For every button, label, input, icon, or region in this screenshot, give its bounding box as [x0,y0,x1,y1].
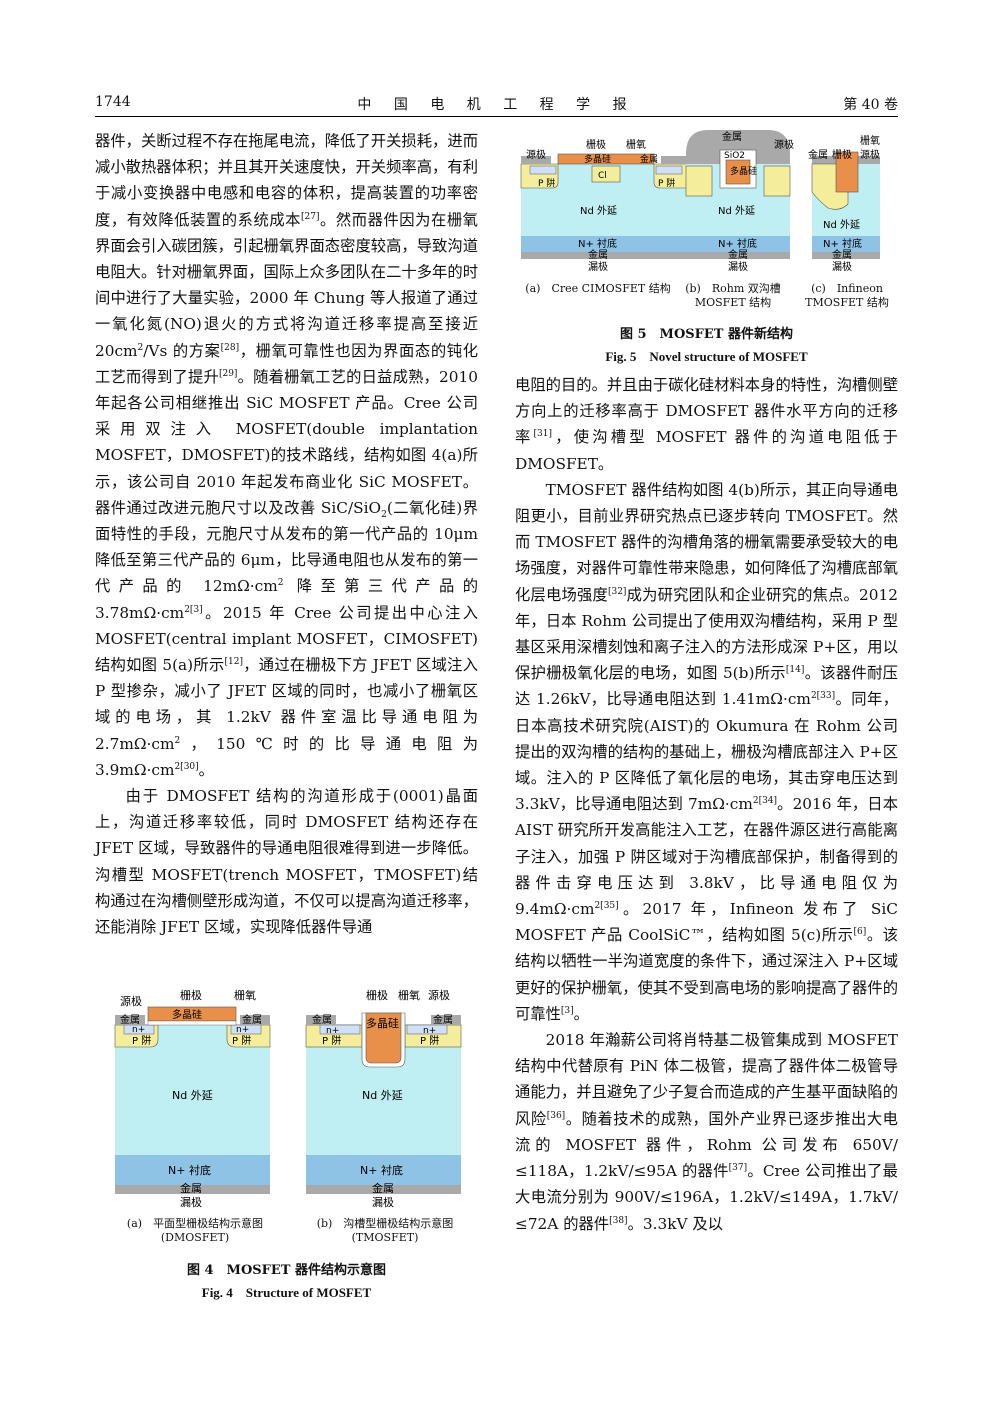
fig4a-pwell-label: P 阱 [132,1034,151,1047]
fig4b-pwell-label: P 阱 [420,1034,439,1047]
fig5a-metal-bottom-label: 金属 [588,248,608,261]
fig4b-metal-bottom-label: 金属 [372,1181,394,1195]
fig4b-metal-left-label: 金属 [312,1013,332,1026]
fig4a-pwell-label: P 阱 [232,1034,251,1047]
fig4a-device: 源极 栅极 栅氧 多晶硅 金属 金属 n+ n+ P 阱 P 阱 Nd 外延 N… [114,988,271,1209]
fig5c-drain-label: 漏极 [832,260,852,273]
paragraph: 由于 DMOSFET 结构的沟道形成于(0001)晶面上，沟道迁移率较低，同时 … [95,787,478,937]
fig5b-sio2-label: SiO2 [724,151,745,161]
fig5a-drift-label: Nd 外延 [580,205,617,217]
fig5c-substrate-label: N+ 衬底 [823,237,862,250]
figure-4-caption: 图 4 MOSFET 器件结构示意图 Fig. 4 Structure of M… [186,1263,386,1300]
fig5b-drift-label: Nd 外延 [718,205,755,217]
fig4a-drain-label: 漏极 [180,1195,202,1209]
volume-number: 第 40 卷 [843,97,898,113]
fig4a-poly-label: 多晶硅 [172,1008,202,1021]
journal-title: 中 国 电 机 工 程 学 报 [357,97,636,113]
fig4a-metal-bottom-label: 金属 [180,1181,202,1195]
fig5b-poly-label: 多晶硅 [730,165,757,177]
fig5-diagram: 源极 栅极 栅氧 多晶硅 金属 Cl P 阱 P 阱 Nd 外延 N+ 衬底 金… [520,130,880,273]
fig5b-substrate-label: N+ 衬底 [718,237,757,250]
fig5c-drift-label: Nd 外延 [823,219,860,231]
fig4b-poly-label: 多晶硅 [366,1016,399,1030]
fig5c-device: 金属 栅极 栅氧 源极 Nd 外延 N+ 衬底 金属 漏极 [808,134,880,273]
running-header: 1744 中 国 电 机 工 程 学 报 第 40 卷 [95,94,898,116]
fig5a-gate-label: 栅极 [586,138,606,151]
fig5a-pwell-label: P 阱 [658,178,675,189]
fig5a-cl-label: Cl [598,171,607,181]
fig4a-substrate-label: N+ 衬底 [168,1163,211,1177]
fig4a-metal-right-label: 金属 [242,1013,262,1026]
fig5a-device: 源极 栅极 栅氧 多晶硅 金属 Cl P 阱 P 阱 Nd 外延 N+ 衬底 金… [520,138,692,273]
fig5a-metal-label: 金属 [640,153,658,165]
fig4a-oxide-label: 栅氧 [234,988,256,1002]
fig4-diagram: 源极 栅极 栅氧 多晶硅 金属 金属 n+ n+ P 阱 P 阱 Nd 外延 N… [114,988,462,1209]
header-rule [95,116,898,117]
fig4b-oxide-label: 栅氧 [398,988,420,1002]
fig4b-metal-right-label: 金属 [433,1013,453,1026]
fig4b-drift-label: Nd 外延 [362,1089,403,1102]
fig4a-source-label: 源极 [120,994,142,1008]
fig4b-nplus-label: n+ [423,1026,436,1036]
fig5b-metal-label: 金属 [722,130,742,143]
fig5c-metal-bottom-label: 金属 [832,248,852,261]
paragraph: 电阻的目的。并且由于碳化硅材料本身的特性，沟槽侧壁方向上的迁移率高于 DMOSF… [515,376,898,473]
fig5a-oxide-label: 栅氧 [626,138,646,151]
fig5c-metal-label: 金属 [808,148,828,161]
fig4b-gate-label: 栅极 [366,988,388,1002]
paragraph: 器件，关断过程不存在拖尾电流，降低了开关损耗，进而减小散热器体积；并且其开关速度… [95,132,478,779]
fig4b-subcaption: (b) 沟槽型栅极结构示意图(TMOSFET) [316,1217,454,1244]
fig4b-drain-label: 漏极 [372,1195,394,1209]
left-column: 器件，关断过程不存在拖尾电流，降低了开关损耗，进而减小散热器体积；并且其开关速度… [95,128,478,940]
fig5b-drain-label: 漏极 [728,260,748,273]
fig4b-pwell-label: P 阱 [322,1034,341,1047]
fig5a-substrate-label: N+ 衬底 [578,237,617,250]
fig4b-source-label: 源极 [428,988,450,1002]
fig4a-nplus-label: n+ [132,1025,145,1035]
fig5b-source-label: 源极 [774,138,794,151]
fig5b-device: 金属 源极 SiO2 多晶硅 Nd 外延 N+ 衬底 金属 漏极 [685,130,794,273]
fig5a-pwell-label: P 阱 [538,178,555,189]
page-number: 1744 [95,94,131,110]
fig5a-source-label: 源极 [526,148,546,161]
fig5b-metal-bottom-label: 金属 [728,248,748,261]
fig5a-poly-label: 多晶硅 [584,153,611,165]
figure-4: 源极 栅极 栅氧 多晶硅 金属 金属 n+ n+ P 阱 P 阱 Nd 外延 N… [110,985,470,1247]
fig4b-substrate-label: N+ 衬底 [360,1163,403,1177]
fig5c-oxide-label: 栅氧 [860,134,880,147]
paragraph: TMOSFET 器件结构如图 4(b)所示，其正向导通电阻更小，目前业界研究热点… [515,480,898,1023]
paragraph: 2018 年瀚薪公司将肖特基二极管集成到 MOSFET 结构中代替原有 PiN … [515,1031,898,1233]
fig5a-subcaption: (a) Cree CIMOSFET 结构 [525,282,671,295]
figure-5: 源极 栅极 栅氧 多晶硅 金属 Cl P 阱 P 阱 Nd 外延 N+ 衬底 金… [518,130,898,310]
fig4a-gate-label: 栅极 [180,988,202,1002]
fig4a-drift-label: Nd 外延 [172,1089,213,1102]
figure-5-caption: 图 5 MOSFET 器件新结构 Fig. 5 Novel structure … [605,327,808,364]
fig4a-nplus-label: n+ [236,1025,249,1035]
fig5a-drain-label: 漏极 [588,260,608,273]
fig4a-subcaption: (a) 平面型栅极结构示意图(DMOSFET) [126,1217,264,1244]
fig4a-metal-left-label: 金属 [120,1013,140,1026]
fig5c-source-label: 源极 [860,148,880,161]
fig4b-device: 栅极 栅氧 源极 多晶硅 金属 金属 n+ n+ P 阱 P 阱 Nd 外延 N… [305,988,462,1209]
right-column: 电阻的目的。并且由于碳化硅材料本身的特性，沟槽侧壁方向上的迁移率高于 DMOSF… [515,372,898,1237]
fig5c-gate-label: 栅极 [832,148,852,161]
fig4b-nplus-label: n+ [326,1026,339,1036]
